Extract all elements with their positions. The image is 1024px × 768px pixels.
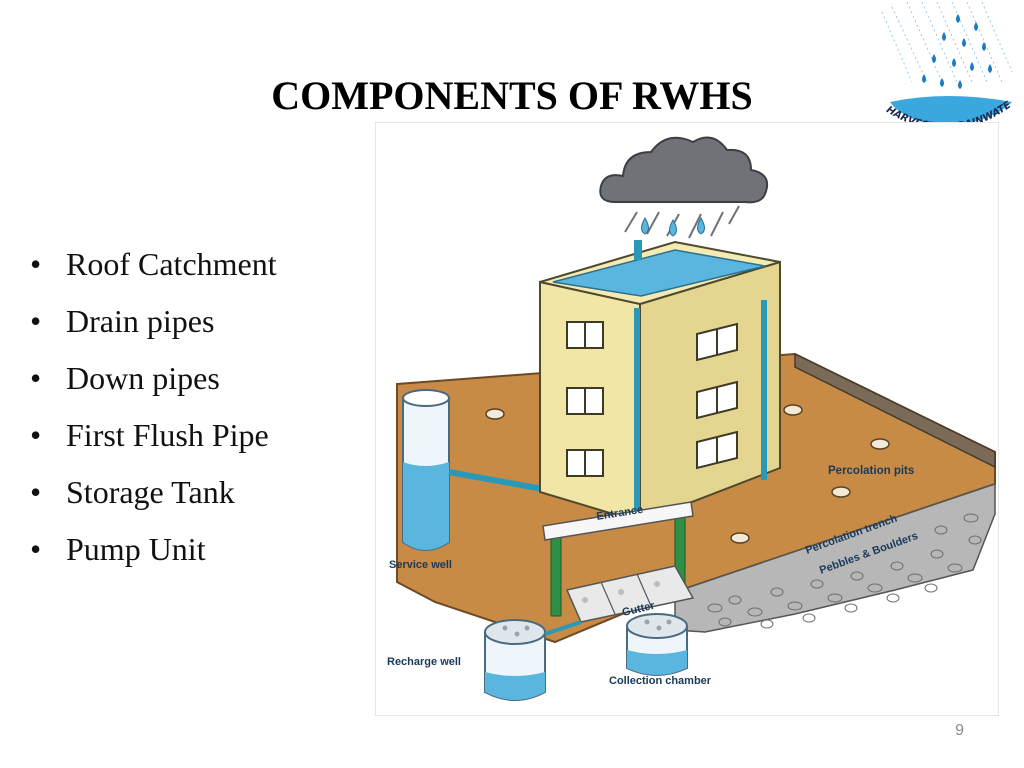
list-item: • Down pipes: [30, 350, 277, 407]
list-item: • First Flush Pipe: [30, 407, 277, 464]
page-number: 9: [955, 722, 964, 739]
down-pipe: [634, 308, 640, 518]
bullet-icon: •: [30, 417, 42, 453]
bullet-icon: •: [30, 246, 42, 282]
bullet-icon: •: [30, 360, 42, 396]
component-list: • Roof Catchment • Drain pipes • Down pipes…: [30, 236, 277, 578]
building: [539, 240, 781, 524]
percolation-pits: [485, 404, 890, 544]
down-pipe: [761, 300, 767, 480]
recharge-well: [484, 619, 546, 701]
list-item: • Roof Catchment: [30, 236, 277, 293]
list-item-label: Roof Catchment: [66, 246, 277, 282]
service-well: [402, 389, 450, 551]
list-item-label: Storage Tank: [66, 474, 235, 510]
recharge-well-label: Recharge well: [387, 656, 461, 668]
list-item-label: Down pipes: [66, 360, 220, 396]
service-well-label: Service well: [389, 559, 452, 571]
recharge-pipe: [544, 620, 582, 636]
bullet-icon: •: [30, 303, 42, 339]
rain-cloud-icon: [599, 136, 769, 239]
percolation-trench: [674, 482, 996, 633]
bullet-icon: •: [30, 474, 42, 510]
percolation-pits-label: Percolation pits: [828, 465, 914, 477]
gutter: [565, 565, 695, 623]
list-item-label: Drain pipes: [66, 303, 215, 339]
list-item: • Pump Unit: [30, 521, 277, 578]
slide-title: COMPONENTS OF RWHS: [271, 73, 753, 118]
harvesting-rainwater-logo: HARVESTING RAINWATER: [872, 2, 1013, 133]
collection-chamber: [626, 613, 688, 676]
rwhs-diagram: Entrance Percolation pits Percolation tr…: [375, 122, 999, 716]
list-item: • Drain pipes: [30, 293, 277, 350]
collection-chamber-label: Collection chamber: [609, 675, 712, 687]
list-item-label: First Flush Pipe: [66, 417, 269, 453]
list-item: • Storage Tank: [30, 464, 277, 521]
bullet-icon: •: [30, 531, 42, 567]
list-item-label: Pump Unit: [66, 531, 206, 567]
